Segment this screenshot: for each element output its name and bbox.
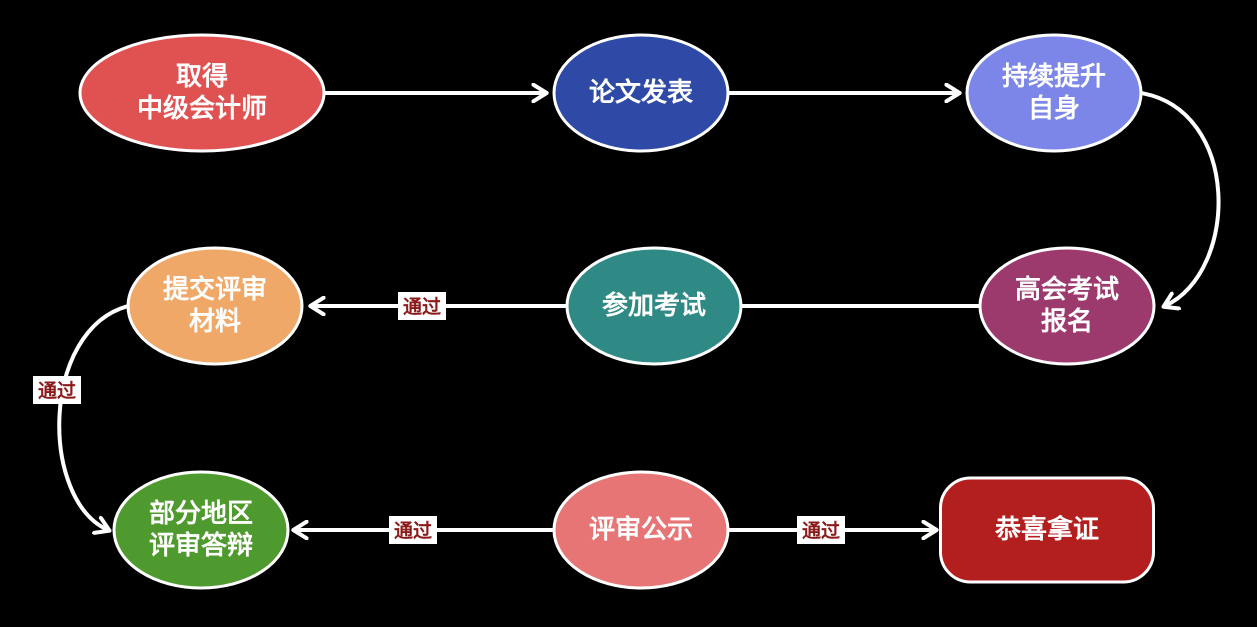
node-label-line: 恭喜拿证 xyxy=(994,514,1099,545)
node-shape xyxy=(965,33,1143,153)
edge-label: 通过 xyxy=(398,292,446,320)
edge-label-text: 通过 xyxy=(38,380,76,402)
node-n5: 参加考试 xyxy=(565,246,743,366)
node-label-line: 中级会计师 xyxy=(137,93,267,124)
node-label-line: 自身 xyxy=(1028,93,1080,124)
edge-label-text: 通过 xyxy=(802,520,840,542)
edge-labels-layer: 通过通过通过通过 xyxy=(33,292,845,544)
edge-label-text: 通过 xyxy=(394,520,432,542)
edge-n3-to-n4 xyxy=(1140,91,1221,306)
edge-n6-to-n7 xyxy=(57,304,129,530)
node-label-line: 持续提升 xyxy=(1002,61,1106,92)
node-shape xyxy=(978,246,1156,366)
node-n2: 论文发表 xyxy=(552,33,730,153)
node-label-line: 材料 xyxy=(189,307,241,337)
node-label-line: 取得 xyxy=(176,62,228,92)
node-label-line: 参加考试 xyxy=(602,290,706,321)
node-label-line: 提交评审 xyxy=(163,274,267,305)
node-label-line: 报名 xyxy=(1041,306,1093,337)
node-shape xyxy=(126,246,304,366)
edge-label: 通过 xyxy=(797,516,845,544)
node-n8: 评审公示 xyxy=(552,470,730,590)
edge-label-background xyxy=(398,292,446,320)
node-label-line: 部分地区 xyxy=(149,499,253,529)
node-shape xyxy=(552,470,730,590)
node-shape xyxy=(78,33,326,153)
node-label-line: 评审答辩 xyxy=(149,530,253,561)
edge-label: 通过 xyxy=(389,516,437,544)
node-shape xyxy=(565,246,743,366)
edge-label-background xyxy=(797,516,845,544)
edge-label-text: 通过 xyxy=(403,296,441,318)
node-shape xyxy=(112,470,290,590)
node-n9: 恭喜拿证 xyxy=(939,476,1155,584)
node-label-line: 评审公示 xyxy=(589,514,693,545)
node-shape xyxy=(552,33,730,153)
node-shape xyxy=(939,476,1155,584)
edge-label-background xyxy=(389,516,437,544)
node-label-line: 高会考试 xyxy=(1015,274,1119,305)
edge-label: 通过 xyxy=(33,376,81,404)
node-label-line: 论文发表 xyxy=(589,77,694,108)
edge-label-background xyxy=(33,376,81,404)
